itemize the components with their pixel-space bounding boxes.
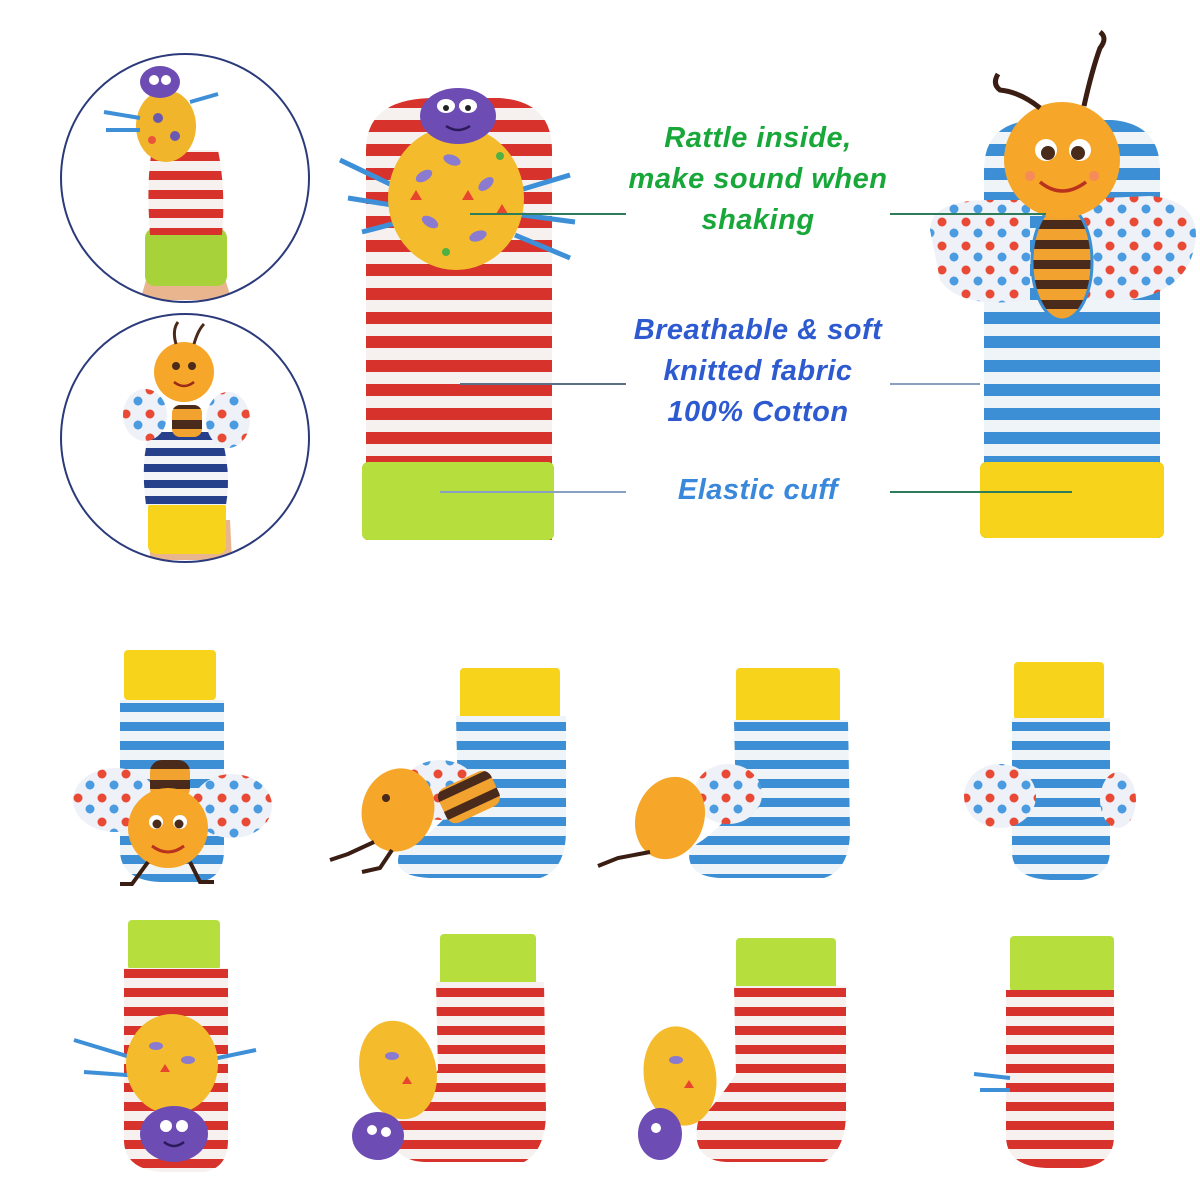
fabric-callout-line-3: 100% Cotton (667, 396, 849, 429)
bee-sock-angled-left (329, 668, 566, 878)
callout-leader-lines (440, 213, 1072, 493)
bee-wrist-rattle-icon (930, 30, 1196, 538)
fabric-callout-line-1: Breathable & soft (633, 314, 883, 346)
hand-puppet-bee-icon (60, 313, 310, 563)
bee-sock-front (73, 650, 272, 886)
bee-sock-angled-right (597, 668, 850, 878)
cuff-callout-line-1: Elastic cuff (677, 474, 839, 506)
ladybug-sock-angled-left (352, 934, 546, 1162)
rattle-callout: Rattle inside, make sound when shaking (608, 118, 908, 242)
bee-foot-rattle-sock-icon (73, 650, 1136, 886)
fabric-callout: Breathable & soft knitted fabric 100% Co… (598, 310, 918, 434)
rattle-callout-line-3: shaking (701, 204, 815, 237)
bee-sock-back (964, 662, 1136, 880)
hand-puppet-ladybug-icon (60, 53, 310, 303)
rattle-callout-line-1: Rattle inside, (664, 122, 852, 154)
ladybug-sock-back (973, 936, 1114, 1168)
ladybug-sock-front (73, 920, 257, 1172)
fabric-callout-line-2: knitted fabric (663, 355, 853, 388)
ladybug-foot-rattle-sock-icon (73, 920, 1114, 1172)
ladybug-wrist-rattle-icon (338, 88, 576, 540)
rattle-callout-line-2: make sound when (628, 163, 888, 196)
ladybug-sock-angled-right (638, 938, 846, 1162)
cuff-callout: Elastic cuff (628, 470, 888, 511)
